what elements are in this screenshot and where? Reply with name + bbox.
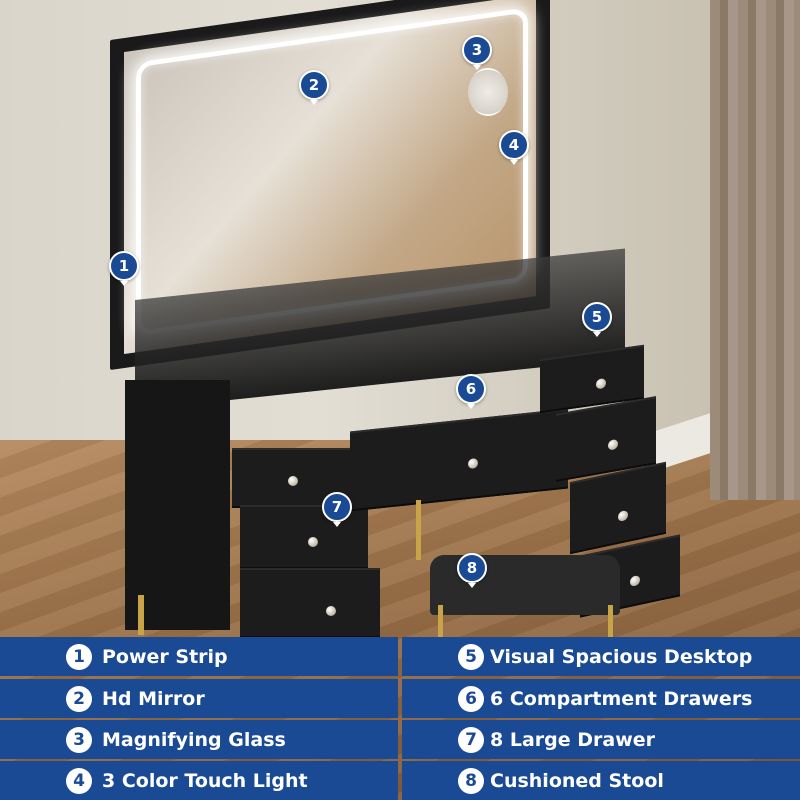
feature-label: Cushioned Stool xyxy=(490,769,664,792)
feature-label: Visual Spacious Desktop xyxy=(490,645,753,668)
feature-item: 5 Visual Spacious Desktop xyxy=(402,637,800,676)
callout-badge-1: 1 xyxy=(109,251,139,286)
callout-badge-7: 7 xyxy=(322,492,352,527)
legend-row: 4 3 Color Touch Light 8 Cushioned Stool xyxy=(0,761,800,800)
feature-label: 8 Large Drawer xyxy=(490,728,656,751)
feature-item: 2 Hd Mirror xyxy=(0,679,398,718)
feature-number-badge: 8 xyxy=(458,767,484,794)
feature-label: Magnifying Glass xyxy=(102,728,286,751)
side-cabinet xyxy=(125,380,230,630)
drawer-knob xyxy=(288,476,298,486)
feature-number-badge: 5 xyxy=(458,643,484,670)
drawer-knob xyxy=(630,574,640,587)
drawer-knob xyxy=(608,438,618,451)
callout-badge-3: 3 xyxy=(462,35,492,70)
feature-number-badge: 7 xyxy=(458,726,484,753)
drawer-knob xyxy=(468,458,478,470)
drawer-knob xyxy=(618,509,628,522)
drawer-knob xyxy=(308,537,318,547)
feature-number-badge: 3 xyxy=(66,726,92,753)
feature-number-badge: 6 xyxy=(458,685,484,712)
legend-row: 3 Magnifying Glass 7 8 Large Drawer xyxy=(0,720,800,759)
feature-item: 4 3 Color Touch Light xyxy=(0,761,398,800)
feature-item: 1 Power Strip xyxy=(0,637,398,676)
callout-badge-5: 5 xyxy=(582,302,612,337)
drawer-knob xyxy=(326,606,336,616)
feature-label: Power Strip xyxy=(102,645,228,668)
callout-badge-2: 2 xyxy=(299,70,329,105)
feature-number-badge: 2 xyxy=(66,685,92,712)
feature-item: 3 Magnifying Glass xyxy=(0,720,398,759)
drawer-knob xyxy=(596,378,606,390)
callout-badge-8: 8 xyxy=(457,553,487,588)
drawer-left-3 xyxy=(240,568,380,638)
callout-badge-6: 6 xyxy=(456,374,486,409)
callout-badge-4: 4 xyxy=(499,130,529,165)
gold-leg xyxy=(416,500,421,560)
feature-label: Hd Mirror xyxy=(102,687,205,710)
feature-label: 3 Color Touch Light xyxy=(102,769,308,792)
curtain xyxy=(710,0,800,500)
feature-item: 6 6 Compartment Drawers xyxy=(402,679,800,718)
feature-number-badge: 4 xyxy=(66,767,92,794)
feature-item: 7 8 Large Drawer xyxy=(402,720,800,759)
gold-leg xyxy=(138,595,144,635)
magnifying-glass xyxy=(468,68,508,116)
feature-legend: 1 Power Strip 5 Visual Spacious Desktop … xyxy=(0,636,800,800)
feature-item: 8 Cushioned Stool xyxy=(402,761,800,800)
legend-row: 2 Hd Mirror 6 6 Compartment Drawers xyxy=(0,679,800,718)
stool-leg xyxy=(608,605,613,637)
stool-leg xyxy=(438,605,443,637)
feature-label: 6 Compartment Drawers xyxy=(490,687,753,710)
feature-number-badge: 1 xyxy=(66,643,92,670)
legend-row: 1 Power Strip 5 Visual Spacious Desktop xyxy=(0,637,800,676)
